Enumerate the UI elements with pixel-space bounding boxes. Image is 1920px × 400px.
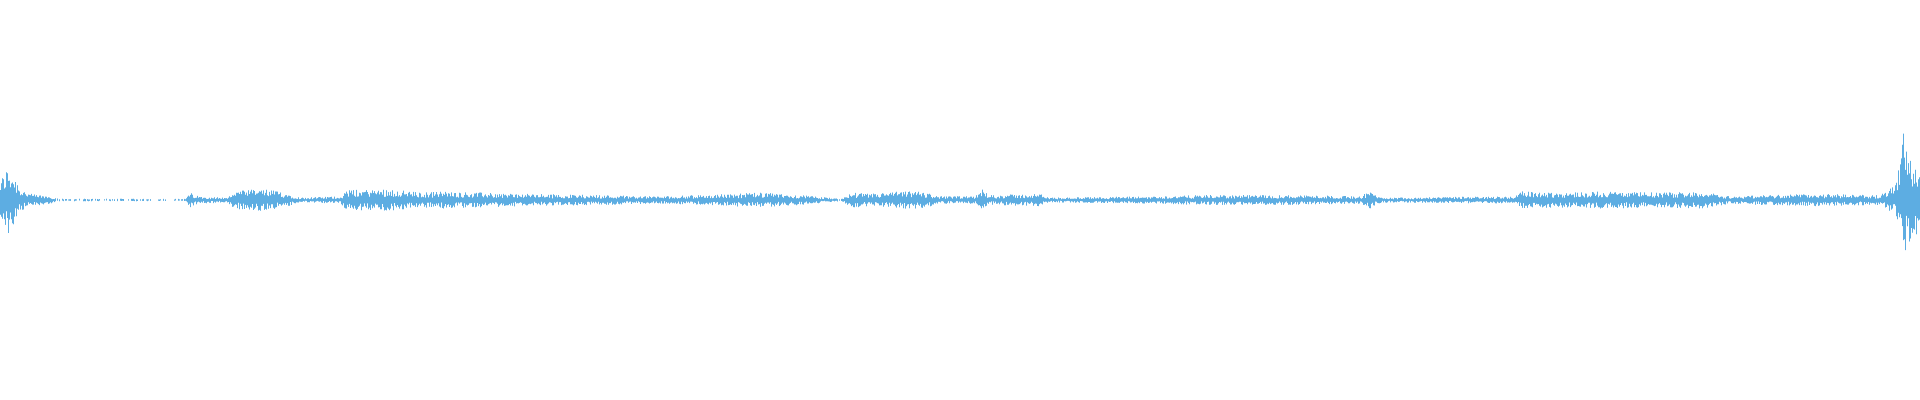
waveform-trace [0,133,1920,251]
